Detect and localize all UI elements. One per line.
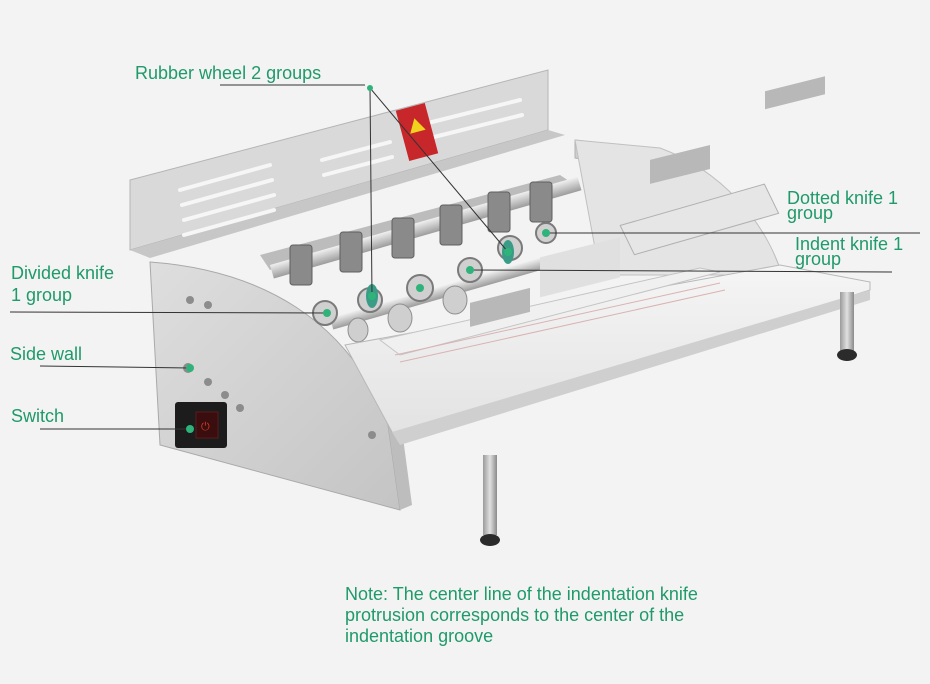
note-line-3: indentation groove — [345, 626, 494, 646]
label-indent-knife-2: group — [795, 249, 842, 269]
roller-assembly — [260, 175, 582, 343]
svg-text:⏻: ⏻ — [201, 421, 210, 433]
label-divided-knife-1: Divided knife — [11, 263, 115, 283]
label-divided-knife-2: 1 group — [11, 285, 73, 305]
callout-lines — [9, 84, 920, 430]
label-switch: Switch — [11, 406, 65, 426]
table-legs — [480, 292, 857, 546]
label-dotted-knife-2: group — [787, 203, 834, 223]
note-line-1: Note: The center line of the indentation… — [345, 584, 698, 604]
feed-table — [344, 76, 871, 445]
label-indent-knife-1: Indent knife 1 — [795, 234, 904, 254]
callout-dots — [186, 85, 550, 433]
label-rubber-wheel: Rubber wheel 2 groups — [135, 63, 322, 83]
label-side-wall: Side wall — [10, 344, 83, 364]
back-guard-plate — [129, 69, 565, 258]
note-text: Note: The center line of the indentation… — [345, 584, 905, 647]
label-dotted-knife-1: Dotted knife 1 — [787, 188, 899, 208]
note-line-2: protrusion corresponds to the center of … — [345, 605, 685, 625]
